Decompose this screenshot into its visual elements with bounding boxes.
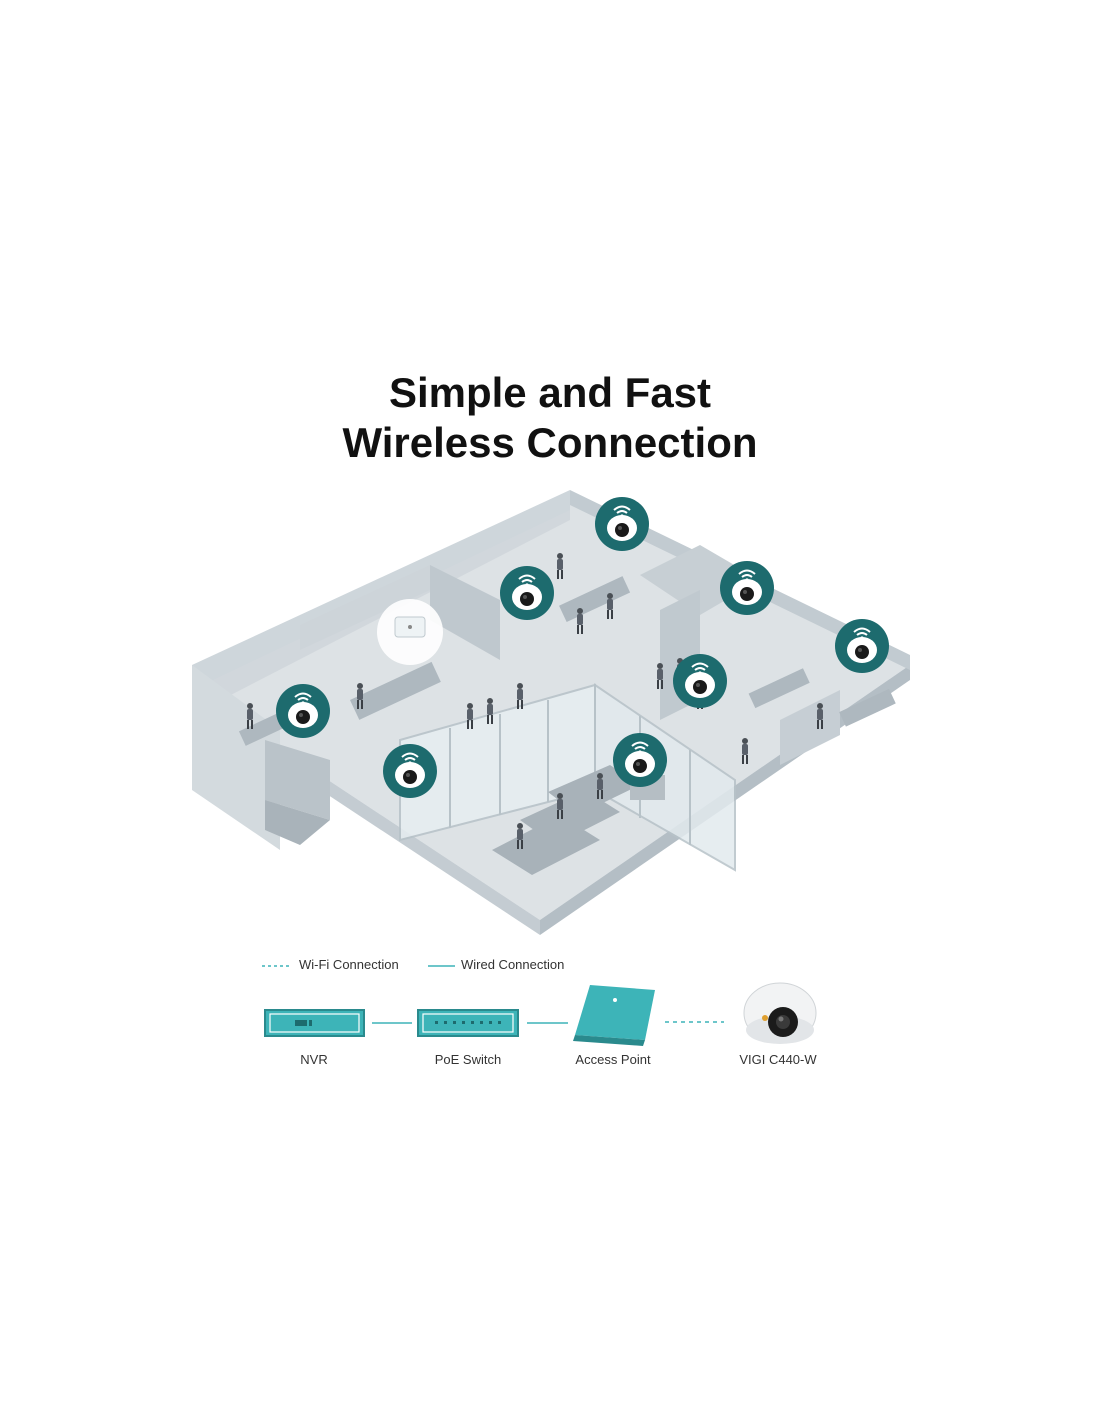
camera-icon <box>594 496 650 552</box>
desk-4 <box>839 688 896 727</box>
partition-2 <box>430 565 500 660</box>
poe-switch-device <box>417 1009 519 1037</box>
desk-1 <box>349 661 441 720</box>
camera-icon <box>275 683 331 739</box>
camera-icon <box>719 560 775 616</box>
left-wall <box>192 665 280 850</box>
camera-icon <box>382 743 438 799</box>
partition-1 <box>300 565 430 650</box>
camera-label: VIGI C440-W <box>739 1052 817 1067</box>
poe-switch-label: PoE Switch <box>434 1052 502 1067</box>
title-line-2: Wireless Connection <box>342 419 758 466</box>
bench-row-3 <box>548 765 640 815</box>
access-point-label: Access Point <box>575 1052 651 1067</box>
elevator-front <box>265 740 330 820</box>
title-line-1: Simple and Fast <box>388 369 712 416</box>
camera-icon <box>499 565 555 621</box>
page-title: Simple and Fast Wireless Connection <box>0 368 1100 468</box>
camera-icon <box>672 653 728 709</box>
partition-5 <box>780 690 840 765</box>
access-point-device <box>573 985 655 1046</box>
wired-connection-legend: Wired Connection <box>461 957 565 972</box>
nvr-device <box>264 1009 365 1037</box>
camera-device <box>743 982 817 1044</box>
desk-3 <box>748 668 810 709</box>
camera-icon <box>612 732 668 788</box>
nvr-label: NVR <box>300 1052 328 1067</box>
desk-2 <box>559 576 631 623</box>
wifi-connection-legend: Wi-Fi Connection <box>299 957 399 972</box>
camera-icon <box>834 618 890 674</box>
elevator-base <box>265 800 330 845</box>
access-point-icon <box>377 599 443 665</box>
